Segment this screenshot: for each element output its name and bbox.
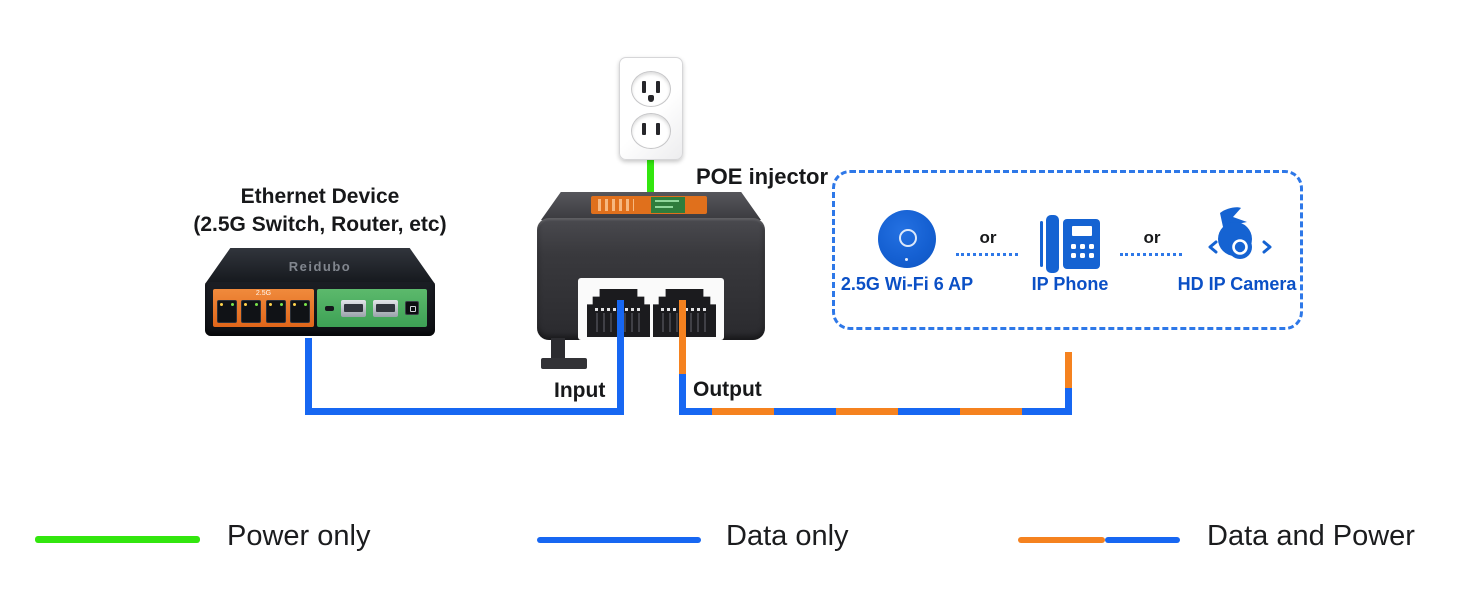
- output-port-label: Output: [693, 378, 762, 401]
- injector-body: [537, 218, 765, 340]
- legend-line-power-only: [35, 536, 200, 543]
- rj45-port-icon: [241, 300, 262, 323]
- ethernet-device-title: Ethernet Device: [240, 185, 400, 208]
- poe-injector-device: [537, 192, 765, 378]
- power-data-cable-out-of-output-port: [679, 300, 686, 374]
- injector-foot: [551, 338, 565, 360]
- injector-spec-label: [591, 196, 707, 214]
- data-cable-into-input-port: [617, 300, 624, 415]
- switch-rj45-port-group: 2.5G: [213, 289, 314, 327]
- phone-body: [1063, 219, 1100, 269]
- input-port-label: Input: [554, 379, 606, 402]
- data-cable-below-output-port: [679, 374, 686, 415]
- legend-line-data-power-orange: [1018, 537, 1105, 543]
- legend-label-data-and-power: Data and Power: [1207, 520, 1415, 552]
- powered-devices-box: [832, 170, 1303, 330]
- sfp-port-icon: [373, 299, 398, 317]
- wifi-ap-label: 2.5G Wi-Fi 6 AP: [840, 274, 974, 294]
- ip-phone-icon: [1040, 215, 1100, 273]
- switch-reset-button-icon: [325, 305, 334, 311]
- ethernet-switch-device: Reidubo 2.5G: [205, 248, 435, 340]
- sfp-port-icon: [341, 299, 366, 317]
- rj45-port-icon: [217, 300, 238, 323]
- ip-camera-icon: [1208, 207, 1272, 259]
- outlet-socket-top: [631, 71, 671, 107]
- outlet-slot-icon: [642, 81, 646, 93]
- ethernet-device-caption: Ethernet Device (2.5G Switch, Router, et…: [150, 183, 490, 239]
- data-power-cable-riser-blue: [1065, 388, 1072, 410]
- phone-keypad: [1071, 244, 1094, 258]
- ip-camera-label: HD IP Camera: [1177, 274, 1297, 294]
- ip-phone-label: IP Phone: [1031, 274, 1109, 294]
- poe-injector-label: POE injector: [696, 164, 829, 189]
- legend-label-power-only: Power only: [227, 520, 371, 552]
- wall-outlet: [619, 57, 683, 160]
- legend-label-data-only: Data only: [726, 520, 849, 552]
- data-cable-horizontal: [305, 408, 624, 415]
- switch-brand-logo: Reidubo: [288, 258, 352, 274]
- or-separator: or: [1143, 228, 1161, 247]
- wifi-ap-icon: [878, 210, 936, 268]
- phone-handset: [1046, 215, 1059, 273]
- outlet-ground-hole-icon: [648, 95, 654, 102]
- rj45-port-icon: [289, 300, 310, 323]
- phone-screen: [1072, 226, 1092, 236]
- switch-sfp-port-group: [317, 289, 427, 327]
- data-power-cable-riser-orange: [1065, 352, 1072, 388]
- switch-port-panel: 2.5G: [213, 289, 427, 327]
- data-power-cable-horizontal: [682, 408, 1072, 415]
- ethernet-device-subtitle: (2.5G Switch, Router, etc): [193, 213, 447, 236]
- rj45-port-icon: [265, 300, 286, 323]
- switch-front-face: 2.5G: [205, 282, 435, 336]
- legend-line-data-power-blue: [1105, 537, 1180, 543]
- outlet-socket-bottom: [631, 113, 671, 149]
- outlet-slot-icon: [656, 123, 660, 135]
- dotted-separator-line: [1120, 253, 1182, 256]
- switch-port-group-label: 2.5G: [255, 290, 272, 297]
- legend-line-data-only: [537, 537, 701, 543]
- dotted-separator-line: [956, 253, 1018, 256]
- injector-foot-base: [541, 358, 587, 369]
- switch-power-socket-icon: [405, 301, 419, 315]
- or-separator: or: [979, 228, 997, 247]
- data-cable-switch-drop: [305, 338, 312, 415]
- outlet-slot-icon: [656, 81, 660, 93]
- power-cable-green: [647, 128, 654, 208]
- phone-handset-line: [1040, 221, 1043, 267]
- outlet-slot-icon: [642, 123, 646, 135]
- injector-label-green-patch: [651, 197, 685, 213]
- injector-port-panel: [578, 278, 724, 340]
- switch-top-face: Reidubo: [205, 248, 435, 284]
